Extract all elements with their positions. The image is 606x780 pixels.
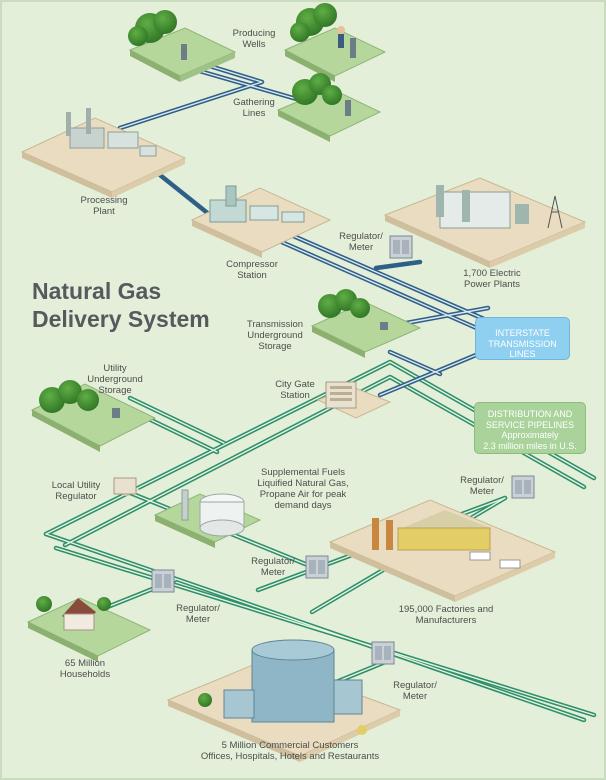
label-regulator-meter-factories: Regulator/ Meter bbox=[460, 475, 504, 497]
regulator-meter-commercial bbox=[371, 641, 395, 665]
interstate-transmission-callout: INTERSTATE TRANSMISSION LINES bbox=[475, 317, 570, 360]
label-transmission-storage: Transmission Underground Storage bbox=[246, 319, 304, 352]
label-processing-plant: Processing Plant bbox=[80, 195, 128, 217]
title-line-1: Natural Gas bbox=[32, 278, 162, 304]
power-plant-site bbox=[383, 177, 587, 268]
factories-site bbox=[328, 499, 557, 602]
city-gate-station bbox=[316, 381, 392, 419]
label-city-gate: City Gate Station bbox=[275, 379, 315, 401]
page-title: Natural Gas Delivery System bbox=[32, 277, 232, 333]
label-households: 65 Million Households bbox=[59, 658, 111, 680]
label-utility-storage: Utility Underground Storage bbox=[87, 363, 143, 396]
local-regulator-box bbox=[112, 477, 140, 496]
distribution-pipelines-callout: DISTRIBUTION AND SERVICE PIPELINES Appro… bbox=[474, 402, 586, 454]
label-factories: 195,000 Factories and Manufacturers bbox=[398, 604, 494, 626]
regulator-meter-power bbox=[389, 235, 413, 259]
label-power-plants: 1,700 Electric Power Plants bbox=[463, 268, 521, 290]
label-gathering-lines: Gathering Lines bbox=[233, 97, 275, 119]
label-regulator-meter-commercial: Regulator/ Meter bbox=[393, 680, 437, 702]
label-regulator-meter-power: Regulator/ Meter bbox=[339, 231, 383, 253]
label-supplemental-fuels: Supplemental Fuels Liquified Natural Gas… bbox=[257, 467, 349, 511]
gathering-lines-site bbox=[276, 73, 382, 142]
label-commercial: 5 Million Commercial Customers Offices, … bbox=[200, 740, 380, 762]
transmission-storage-site bbox=[310, 289, 422, 358]
label-compressor-station: Compressor Station bbox=[226, 259, 278, 281]
households-site bbox=[26, 596, 152, 662]
regulator-meter-factories bbox=[511, 475, 535, 499]
label-local-regulator: Local Utility Regulator bbox=[51, 480, 101, 502]
producing-wells-site bbox=[128, 3, 387, 82]
label-regulator-meter-households: Regulator/ Meter bbox=[176, 603, 220, 625]
regulator-meter-households bbox=[151, 569, 175, 593]
utility-storage-site bbox=[30, 380, 157, 452]
label-regulator-meter-left: Regulator/ Meter bbox=[251, 556, 295, 578]
processing-plant-site bbox=[20, 108, 187, 198]
commercial-site bbox=[166, 639, 402, 762]
title-line-2: Delivery System bbox=[32, 306, 210, 332]
regulator-meter-left bbox=[305, 555, 329, 579]
label-producing-wells: Producing Wells bbox=[232, 28, 276, 50]
supplemental-fuels-site bbox=[153, 489, 262, 548]
compressor-station-site bbox=[190, 185, 332, 258]
